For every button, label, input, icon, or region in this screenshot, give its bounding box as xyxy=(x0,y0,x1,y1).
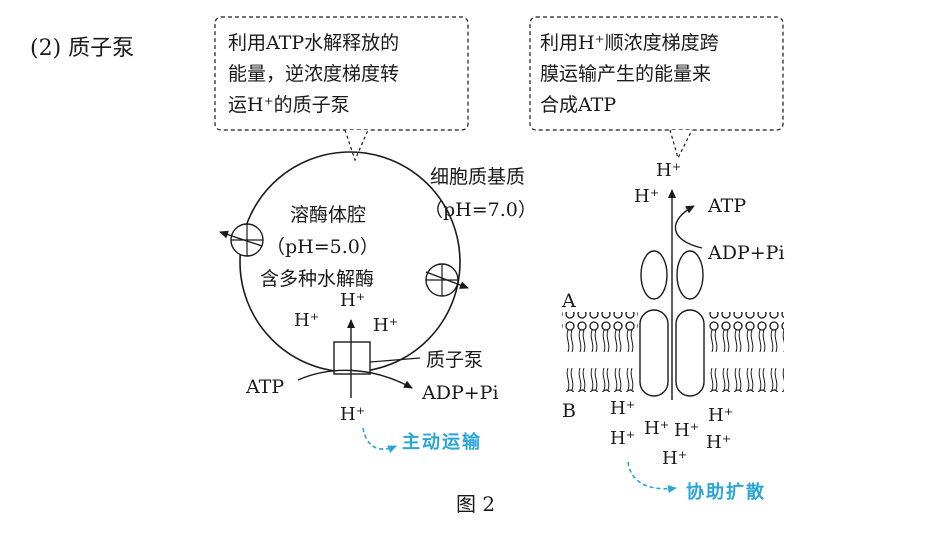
h-bottom-label: H⁺ xyxy=(674,420,700,441)
h-bottom-label: H⁺ xyxy=(644,418,670,439)
proton-pump-label: 质子泵 xyxy=(426,349,484,371)
synthase-left-upper xyxy=(640,250,668,300)
figure-caption: 图 2 xyxy=(456,492,496,516)
synthase-right-channel xyxy=(675,309,705,397)
h-ion-label: H⁺ xyxy=(340,290,366,311)
h-top-label: H⁺ xyxy=(634,186,660,207)
h-ion-label: H⁺ xyxy=(373,315,399,336)
left-callout-line: 利用ATP水解释放的 xyxy=(228,32,400,54)
proton-pump-box xyxy=(333,341,371,375)
adp-to-atp-arrow xyxy=(674,205,703,249)
side-b-label: B xyxy=(562,400,576,422)
lysosome-label: 溶酶体腔 xyxy=(290,204,367,226)
h-bottom-label: H⁺ xyxy=(662,448,688,469)
cytoplasm-ph: （pH=7.0） xyxy=(424,199,537,221)
lysosome-membrane xyxy=(239,151,461,373)
left-callout-box xyxy=(214,16,469,131)
adp-label: ADP+Pi xyxy=(422,382,499,404)
right-callout-line: 利用H⁺顺浓度梯度跨 xyxy=(540,32,719,54)
active-transport-label: 主动运输 xyxy=(402,432,482,453)
h-bottom-label: H⁺ xyxy=(708,405,734,426)
left-callout-tail xyxy=(344,129,369,162)
membrane-left-segment xyxy=(562,312,638,392)
left-callout-text: 利用ATP水解释放的 能量，逆浓度梯度转 运H⁺的质子泵 xyxy=(228,28,468,121)
cytoplasm-label: 细胞质基质 xyxy=(430,166,526,188)
right-callout-tail xyxy=(669,129,693,160)
right-callout-text: 利用H⁺顺浓度梯度跨 膜运输产生的能量来 合成ATP xyxy=(540,28,780,121)
pump-label-line xyxy=(369,357,421,363)
membrane-right-segment xyxy=(708,312,784,392)
h-bottom-label: H⁺ xyxy=(610,428,636,449)
h-top-label: H⁺ xyxy=(656,160,682,181)
atp-to-adp-arrow xyxy=(297,369,413,389)
synthase-left-channel xyxy=(639,309,669,397)
lysosome-enzyme: 含多种水解酶 xyxy=(260,268,375,290)
synthase-right-upper xyxy=(676,250,704,300)
h-ion-label: H⁺ xyxy=(294,310,320,331)
right-callout-line: 膜运输产生的能量来 xyxy=(540,63,712,85)
h-bottom-label: H⁺ xyxy=(706,432,732,453)
facilitated-diffusion-label: 协助扩散 xyxy=(686,482,766,503)
left-callout-line: 能量，逆浓度梯度转 xyxy=(228,63,400,85)
h-bottom-label: H⁺ xyxy=(610,398,636,419)
active-transport-arrow xyxy=(362,427,397,453)
side-a-label: A xyxy=(562,290,576,312)
left-transporter-icon xyxy=(219,223,264,257)
atp-label: ATP xyxy=(246,376,285,398)
synthase-atp-label: ATP xyxy=(708,195,747,217)
h-ion-outside-label: H⁺ xyxy=(340,404,366,425)
right-callout-line: 合成ATP xyxy=(540,94,617,116)
left-callout-line: 运H⁺的质子泵 xyxy=(228,94,350,116)
lysosome-ph: （pH=5.0） xyxy=(266,236,379,258)
right-transporter-icon xyxy=(425,263,469,297)
right-callout-box xyxy=(529,16,784,131)
synthase-adp-label: ADP+Pi xyxy=(708,242,785,264)
section-title: (2) 质子泵 xyxy=(30,36,135,61)
